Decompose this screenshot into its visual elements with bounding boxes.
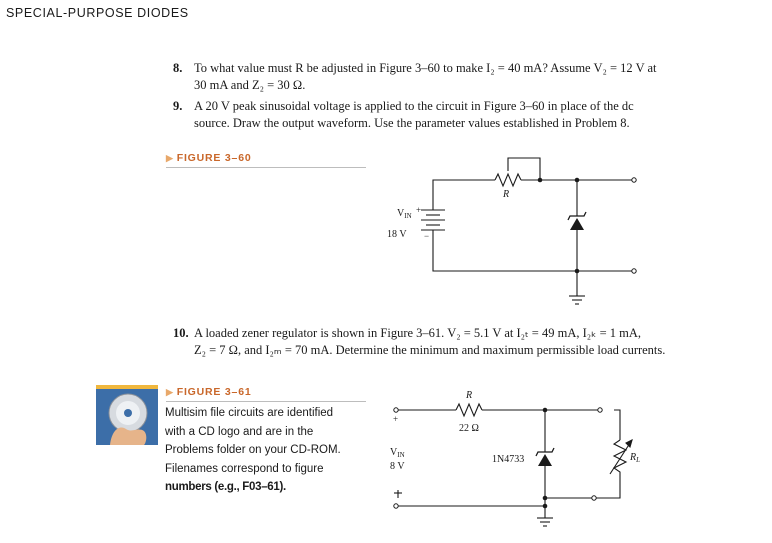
load-label: RL: [629, 452, 640, 464]
zener-diode-icon: [538, 454, 552, 466]
resistor-r: [494, 172, 522, 188]
zener-diode-icon: [570, 218, 584, 230]
resistor-label: R: [502, 189, 509, 200]
figure-61-circuit: R 22 Ω + VIN 8 V 1N4733 RL: [390, 390, 640, 527]
figure-60-title: FIGURE 3–60: [176, 152, 252, 164]
zener-label: 1N4733: [492, 454, 524, 465]
problem-line: Z₂ = 7 Ω, and I₂ₘ = 70 mA. Determine the…: [194, 343, 666, 357]
figure-60-circuit: R VIN 18 V + −: [387, 157, 637, 305]
caption-line: Problems folder on your CD-ROM.: [165, 444, 341, 456]
resistor-value: 22 Ω: [459, 423, 479, 434]
problem-number: 9.: [173, 99, 183, 113]
source-label: VIN: [397, 208, 412, 220]
caption-line: with a CD logo and are in the: [165, 425, 314, 438]
source-value: 8 V: [390, 461, 405, 472]
problem-8: 8. To what value must R be adjusted in F…: [173, 60, 753, 94]
figure-61-title: FIGURE 3–61: [176, 386, 252, 398]
caption-line: Multisim file circuits are identified: [165, 407, 334, 419]
figure-60-rule: [166, 167, 366, 168]
problem-line: source. Draw the output waveform. Use th…: [194, 116, 630, 130]
minus-sign: −: [424, 231, 429, 241]
problem-line: A 20 V peak sinusoidal voltage is applie…: [194, 99, 634, 113]
source-value: 18 V: [387, 229, 407, 240]
plus-sign: +: [393, 414, 398, 424]
figure-60-label: ▶FIGURE 3–60: [166, 152, 251, 164]
problem-10: 10. A loaded zener regulator is shown in…: [173, 325, 768, 359]
resistor-label: R: [465, 390, 472, 401]
caption-bold-line: numbers (e.g., F03–61).: [165, 481, 286, 493]
problem-9: 9. A 20 V peak sinusoidal voltage is app…: [173, 98, 753, 132]
resistor-r: [455, 402, 483, 418]
problem-line: 30 mA and Z₂ = 30 Ω.: [194, 78, 306, 92]
plus-sign: +: [416, 205, 421, 215]
problem-line: To what value must R be adjusted in Figu…: [194, 61, 657, 75]
caption-line: Filenames correspond to figure: [165, 462, 324, 475]
problem-number: 8.: [173, 61, 183, 75]
problem-line: A loaded zener regulator is shown in Fig…: [194, 326, 641, 340]
source-label: VIN: [390, 447, 405, 459]
figure-61-rule: [166, 401, 366, 402]
figure-61-label: ▶FIGURE 3–61: [166, 386, 251, 398]
section-header: SPECIAL-PURPOSE DIODES: [6, 6, 189, 20]
figure-61-caption: Multisim file circuits are identified wi…: [165, 404, 361, 497]
cd-logo-icon: [96, 385, 158, 445]
problem-number: 10.: [173, 326, 189, 340]
figure-marker-icon: ▶: [166, 387, 174, 397]
figure-marker-icon: ▶: [166, 153, 174, 163]
